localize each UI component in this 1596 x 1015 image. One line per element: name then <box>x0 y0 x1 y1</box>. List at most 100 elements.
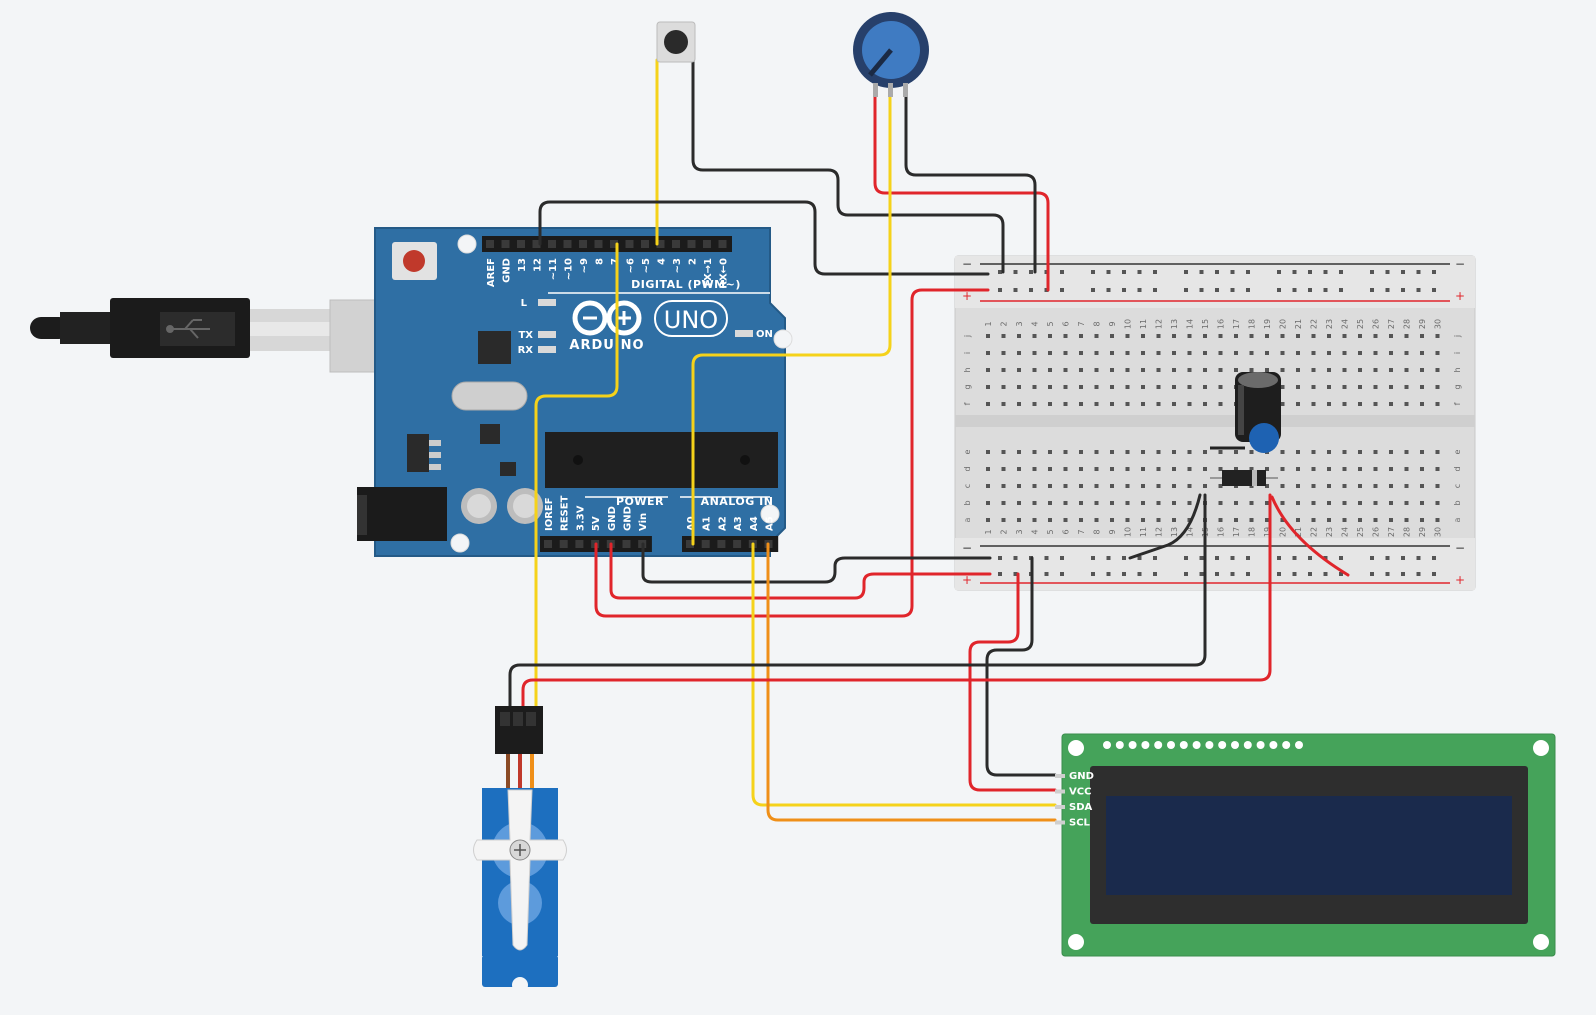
breadboard-column-label: 2 <box>1000 529 1009 534</box>
voltage-regulator <box>407 434 441 472</box>
crystal-oscillator <box>451 381 528 411</box>
wire-servo-vcc <box>521 493 1272 714</box>
digital-pin[interactable] <box>703 240 711 248</box>
analog-header-label: ANALOG IN <box>701 495 774 508</box>
breadboard-column-label: 4 <box>1031 321 1040 326</box>
analog-pin[interactable] <box>733 540 742 548</box>
wire-3v3 <box>609 542 992 600</box>
digital-pin[interactable] <box>594 240 603 248</box>
wires[interactable] <box>508 58 1350 822</box>
digital-pin[interactable] <box>672 240 680 248</box>
breadboard-column-label: 5 <box>1046 321 1055 326</box>
breadboard-row-label: g <box>963 384 972 389</box>
breadboard-column-label: 25 <box>1356 527 1365 537</box>
breadboard-column-label: 24 <box>1341 527 1350 537</box>
breadboard-column-label: 24 <box>1341 319 1350 329</box>
screw-icon <box>514 844 526 856</box>
breadboard-column-label: 9 <box>1108 529 1117 534</box>
arduino-brand-label: ARDUINO <box>569 338 644 353</box>
power-pin[interactable] <box>544 540 552 548</box>
power-pin-label: Vin <box>638 513 649 531</box>
breadboard-column-label: 11 <box>1139 527 1148 537</box>
breadboard-labels: 1122334455667788991010111112121313141415… <box>962 257 1465 587</box>
digital-pin[interactable] <box>625 240 634 248</box>
servo-motor[interactable] <box>473 706 567 993</box>
digital-pin[interactable] <box>579 240 587 248</box>
wire-pot-signal <box>691 93 892 546</box>
lcd-pin-label: SCL <box>1069 818 1091 829</box>
digital-pin-label: GND <box>502 258 513 283</box>
breadboard-column-label: 7 <box>1077 321 1086 326</box>
led-label-rx: RX <box>518 345 534 356</box>
led-label-tx: TX <box>518 330 533 341</box>
diode[interactable] <box>1210 470 1278 486</box>
digital-pin[interactable] <box>687 240 696 248</box>
breadboard-column-label: 16 <box>1217 527 1226 537</box>
lcd-pin[interactable] <box>1055 774 1065 778</box>
power-pin-label: IOREF <box>544 497 555 531</box>
digital-pin[interactable] <box>563 240 572 248</box>
wire-button-gnd <box>691 58 1005 274</box>
breadboard-column-label: 23 <box>1325 527 1334 537</box>
wire-pot-gnd <box>904 93 1037 274</box>
pushbutton[interactable] <box>656 21 696 63</box>
power-pin[interactable] <box>575 540 584 548</box>
digital-pin[interactable] <box>718 240 727 248</box>
breadboard-column-label: 13 <box>1170 319 1179 329</box>
digital-pin[interactable] <box>501 240 510 248</box>
power-jack <box>357 487 447 541</box>
analog-pin[interactable] <box>686 540 694 548</box>
breadboard-rail-sign: + <box>1455 573 1465 587</box>
digital-pin[interactable] <box>517 240 525 248</box>
digital-pin[interactable] <box>532 240 541 248</box>
power-pin[interactable] <box>559 540 568 548</box>
wire-servo-gnd <box>508 493 1207 714</box>
lcd-pin-label: GND <box>1069 771 1094 782</box>
breadboard-column-label: 12 <box>1155 527 1164 537</box>
digital-pin[interactable] <box>548 240 556 248</box>
power-pin[interactable] <box>622 540 631 548</box>
breadboard-column-label: 17 <box>1232 319 1241 329</box>
arduino-infinity-logo-icon <box>572 300 642 336</box>
analog-pin-label: A4 <box>749 516 760 531</box>
small-chip-2 <box>500 462 516 476</box>
breadboard-column-label: 13 <box>1170 527 1179 537</box>
digital-pin-label: ~6 <box>626 258 637 273</box>
breadboard-row-label: f <box>963 402 972 405</box>
breadboard-column-label: 5 <box>1046 529 1055 534</box>
digital-pin[interactable] <box>486 240 494 248</box>
breadboard-column-label: 27 <box>1387 527 1396 537</box>
usb-cable[interactable] <box>30 298 431 373</box>
lcd-screen <box>1106 796 1512 895</box>
digital-pin[interactable] <box>656 240 665 248</box>
analog-pin-label: A5 <box>765 516 776 531</box>
reset-button[interactable] <box>392 242 437 280</box>
lcd-pin[interactable] <box>1055 820 1065 825</box>
analog-pin[interactable] <box>717 540 726 548</box>
analog-pin[interactable] <box>701 540 710 548</box>
digital-pin[interactable] <box>641 240 649 248</box>
lcd-pin[interactable] <box>1055 805 1065 809</box>
arduino-model-label: UNO <box>664 306 718 334</box>
digital-pin-label: 2 <box>688 258 699 265</box>
breadboard-row-label: d <box>963 466 972 471</box>
breadboard-column-label: 1 <box>984 321 993 326</box>
breadboard-column-label: 18 <box>1248 527 1257 537</box>
breadboard-column-label: 17 <box>1232 527 1241 537</box>
digital-pin-label: TX→1 <box>703 258 714 288</box>
ceramic-capacitor[interactable] <box>1249 423 1279 453</box>
breadboard-row-label: a <box>963 517 972 522</box>
potentiometer[interactable] <box>853 12 929 97</box>
breadboard[interactable]: 1122334455667788991010111112121313141415… <box>954 255 1476 591</box>
breadboard-column-label: 7 <box>1077 529 1086 534</box>
lcd-pin[interactable] <box>1055 789 1065 794</box>
digital-pin[interactable] <box>610 240 618 248</box>
wire-scl <box>766 542 1057 822</box>
breadboard-column-label: 2 <box>1000 321 1009 326</box>
